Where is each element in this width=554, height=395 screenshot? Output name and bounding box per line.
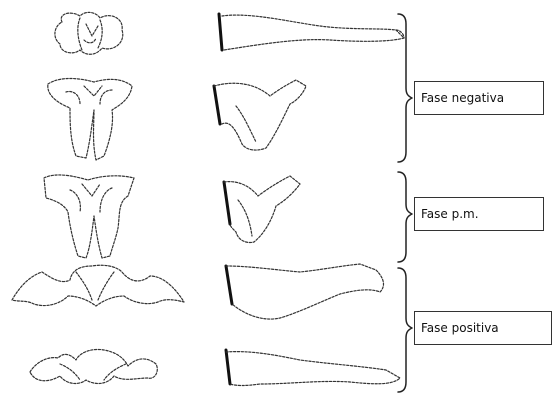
rear-view-figure-3 — [44, 175, 134, 258]
side-view-leg-5 — [226, 350, 400, 386]
label-fase-pm: Fase p.m. — [414, 197, 544, 231]
side-view-leg-1 — [219, 14, 404, 50]
side-view-leg-3 — [224, 176, 300, 243]
side-view-leg-2 — [214, 80, 306, 150]
brace-fase-positiva — [398, 268, 412, 392]
brace-fase-pm — [398, 172, 412, 262]
label-fase-positiva: Fase positiva — [414, 311, 552, 345]
brace-fase-negativa — [398, 14, 412, 162]
rear-view-figure-4 — [12, 265, 184, 306]
label-fase-negativa: Fase negativa — [414, 81, 544, 115]
rear-view-figure-5 — [30, 349, 157, 383]
rear-view-figure-2 — [48, 79, 132, 161]
side-view-leg-4 — [226, 264, 383, 319]
rear-view-figure-1 — [55, 12, 123, 54]
